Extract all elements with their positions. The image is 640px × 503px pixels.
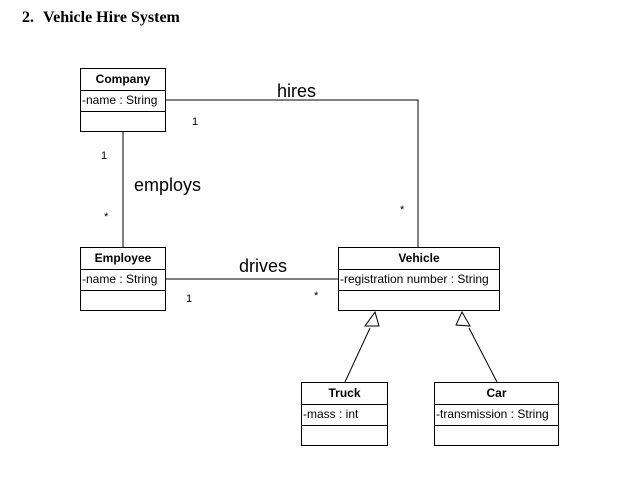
hires-vehicle-multiplicity: * bbox=[400, 204, 405, 216]
employs-employee-multiplicity: * bbox=[104, 211, 109, 223]
car-generalization-line bbox=[468, 327, 498, 383]
car-operations-compartment bbox=[435, 426, 558, 444]
drives-vehicle-multiplicity: * bbox=[314, 290, 319, 302]
truck-generalization-arrowhead bbox=[364, 310, 380, 327]
truck-generalization-line bbox=[344, 327, 371, 383]
car-generalization-arrowhead bbox=[455, 310, 471, 327]
employee-name-attribute: -name : String bbox=[81, 270, 165, 291]
car-transmission-attribute: -transmission : String bbox=[435, 405, 558, 426]
page-heading: 2. Vehicle Hire System bbox=[22, 9, 180, 27]
car-class: Car -transmission : String bbox=[434, 382, 559, 446]
company-name-attribute: -name : String bbox=[81, 91, 165, 112]
company-class-name: Company bbox=[81, 69, 165, 91]
hires-company-multiplicity: 1 bbox=[192, 116, 199, 128]
drives-label: drives bbox=[239, 256, 288, 276]
drives-employee-multiplicity: 1 bbox=[186, 293, 193, 305]
employee-operations-compartment bbox=[81, 291, 165, 309]
truck-class-name: Truck bbox=[302, 383, 387, 405]
heading-number: 2. bbox=[22, 9, 34, 26]
vehicle-operations-compartment bbox=[339, 291, 499, 309]
truck-mass-attribute: -mass : int bbox=[302, 405, 387, 426]
employs-label: employs bbox=[134, 175, 202, 195]
employs-company-multiplicity: 1 bbox=[101, 150, 108, 162]
vehicle-class: Vehicle -registration number : String bbox=[338, 247, 500, 311]
employee-class-name: Employee bbox=[81, 248, 165, 270]
hires-association-line bbox=[166, 99, 419, 247]
company-operations-compartment bbox=[81, 112, 165, 130]
vehicle-class-name: Vehicle bbox=[339, 248, 499, 270]
car-class-name: Car bbox=[435, 383, 558, 405]
company-class: Company -name : String bbox=[80, 68, 166, 132]
truck-operations-compartment bbox=[302, 426, 387, 444]
hires-label: hires bbox=[277, 81, 317, 101]
employee-class: Employee -name : String bbox=[80, 247, 166, 311]
truck-class: Truck -mass : int bbox=[301, 382, 388, 446]
heading-title: Vehicle Hire System bbox=[43, 9, 180, 26]
vehicle-registration-attribute: -registration number : String bbox=[339, 270, 499, 291]
